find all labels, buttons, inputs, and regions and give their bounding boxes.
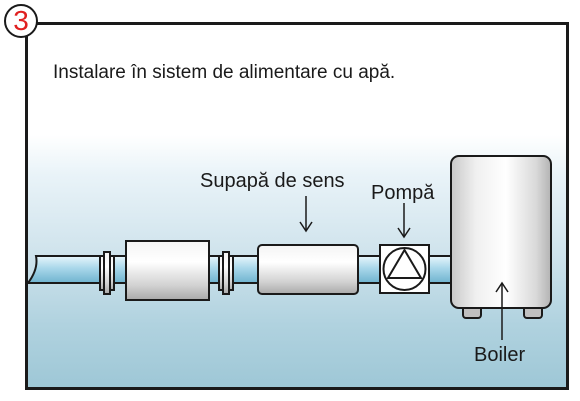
pump-arrow (397, 203, 411, 239)
check-valve-arrow (299, 196, 313, 233)
pump-label: Pompă (371, 182, 435, 204)
pipe-fitting-right (218, 251, 234, 295)
boiler-label: Boiler (474, 344, 526, 366)
pump (379, 244, 430, 294)
check-valve (257, 244, 359, 295)
step-number-badge: 3 (4, 4, 38, 38)
step-number: 3 (13, 5, 29, 36)
check-valve-label: Supapă de sens (200, 170, 345, 192)
filter-housing (125, 240, 210, 301)
caption: Instalare în sistem de alimentare cu apă… (53, 62, 396, 83)
boiler (450, 155, 552, 319)
boiler-arrow (495, 281, 509, 340)
pipe-fitting-left (99, 251, 115, 295)
